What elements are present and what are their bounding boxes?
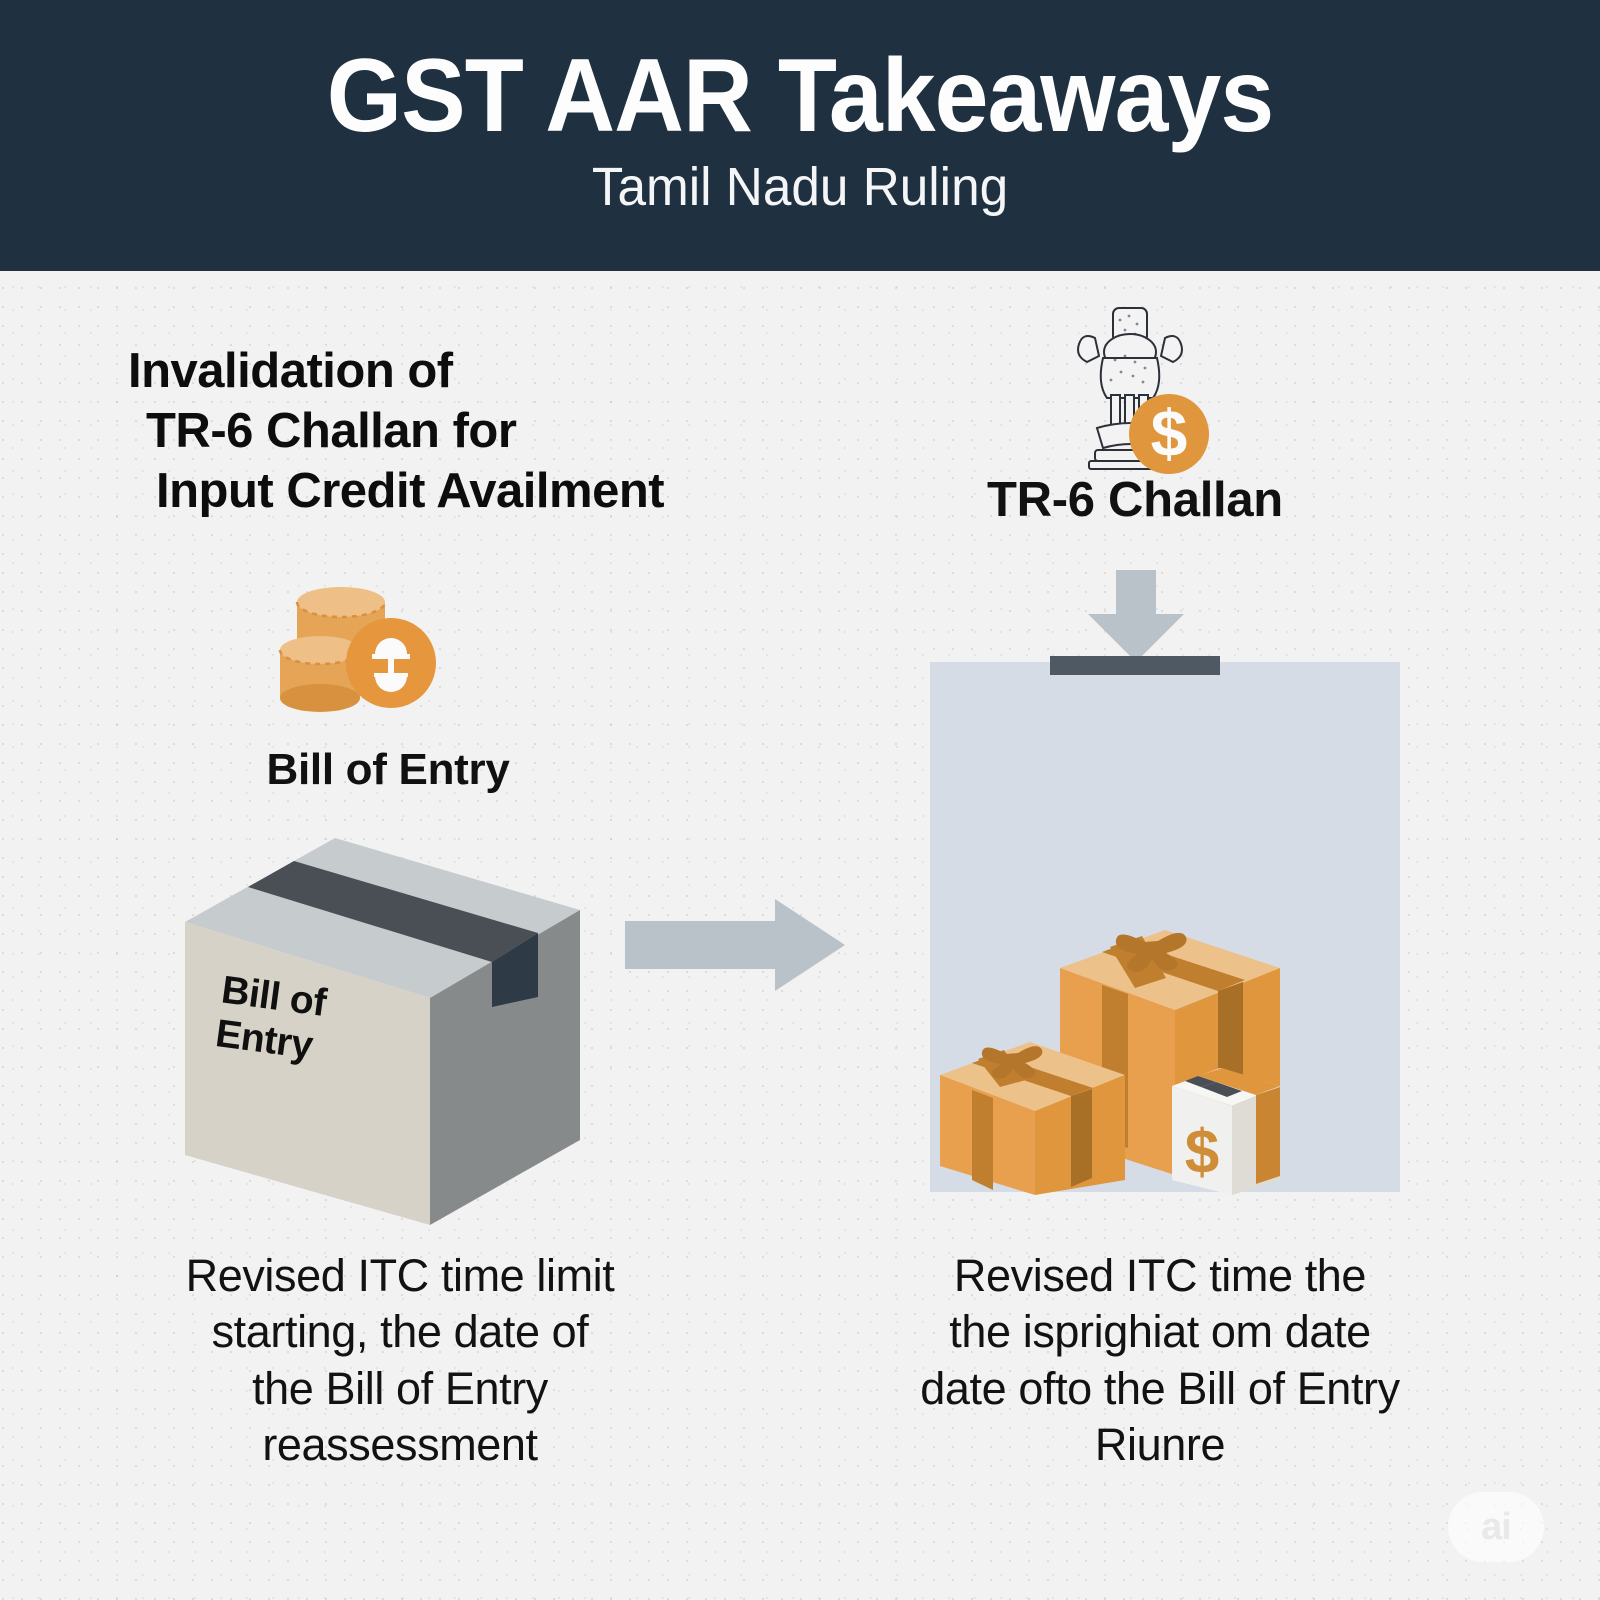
- header-band: GST AAR Takeaways Tamil Nadu Ruling: [0, 0, 1600, 271]
- tr6-challan-icon-label: TR-6 Challan: [987, 473, 1283, 527]
- arrow-right-icon: [625, 895, 845, 995]
- left-caption-line-3: the Bill of Entry: [252, 1362, 548, 1414]
- svg-text:$: $: [1151, 396, 1188, 470]
- arrow-down-icon: [1088, 570, 1184, 662]
- left-heading-line-3: Input Credit Availment: [156, 463, 665, 518]
- page-subtitle: Tamil Nadu Ruling: [591, 157, 1009, 217]
- right-caption-line-1: Revised ITC time the: [953, 1250, 1367, 1301]
- right-caption-line-3: date ofto the Bill of Entry: [920, 1362, 1400, 1414]
- svg-text:$: $: [1185, 1118, 1219, 1187]
- ai-watermark: ai: [1448, 1492, 1544, 1562]
- cardboard-box-3d: Bill of Entry: [160, 810, 610, 1240]
- page-title: GST AAR Takeaways: [326, 38, 1274, 154]
- left-caption-line-1: Revised ITC time limit: [185, 1250, 615, 1301]
- right-caption: Revised ITC time the the isprighiat om d…: [845, 1248, 1475, 1473]
- left-caption: Revised ITC time limit starting, the dat…: [110, 1248, 690, 1473]
- left-heading-line-2: TR-6 Challan for: [146, 403, 517, 458]
- left-caption-line-4: reassessment: [262, 1418, 538, 1470]
- parcel-boxes-with-dollar: $: [930, 890, 1400, 1195]
- right-caption-line-4: Riunre: [1094, 1418, 1226, 1470]
- left-section-heading: Invalidation of TR-6 Challan for Input C…: [128, 342, 788, 521]
- ai-watermark-label: ai: [1448, 1492, 1544, 1562]
- left-caption-line-2: starting, the date of: [211, 1306, 589, 1358]
- indian-emblem-with-dollar-coin: $: [1065, 300, 1220, 480]
- left-heading-line-1: Invalidation of: [128, 344, 453, 398]
- panel-slot-bar: [1050, 656, 1220, 675]
- coin-stack-icon: [275, 580, 455, 730]
- bill-of-entry-icon-label: Bill of Entry: [266, 745, 510, 794]
- right-caption-line-2: the isprighiat om date: [949, 1306, 1371, 1358]
